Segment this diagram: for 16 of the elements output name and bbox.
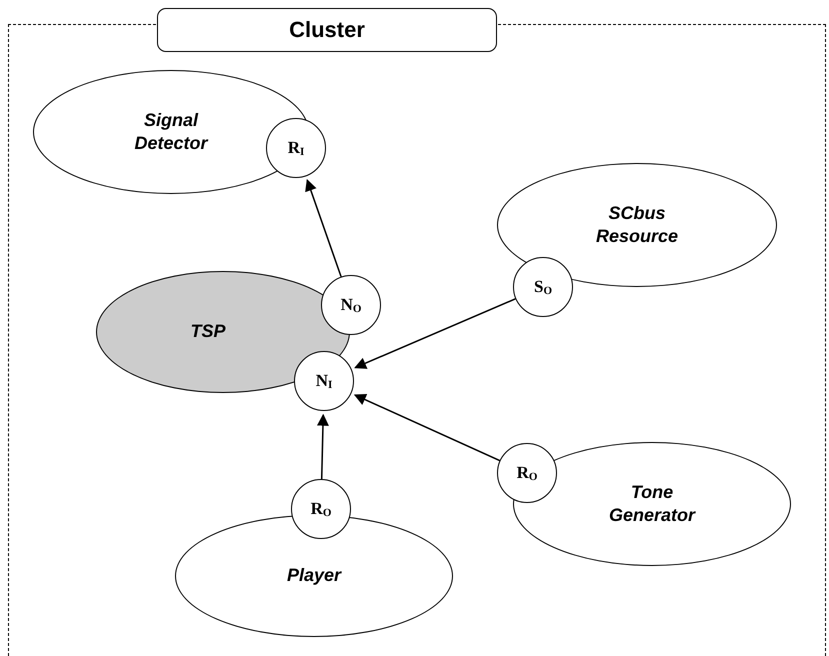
arrow xyxy=(305,178,342,277)
cluster-title: Cluster xyxy=(157,8,497,52)
component-label: SCbus Resource xyxy=(594,202,680,248)
port-label: R$_{O}$ xyxy=(516,463,538,483)
arrow xyxy=(316,414,329,480)
component-label: Player xyxy=(286,564,343,588)
arrow xyxy=(354,298,516,369)
port-label: N$_{I}$ xyxy=(316,371,332,391)
arrow xyxy=(354,394,500,462)
component-label: Signal Detector xyxy=(133,108,210,155)
port-label: N$_{O}$ xyxy=(340,295,362,315)
port-label: S$_{O}$ xyxy=(534,277,552,297)
port-label: R$_{O}$ xyxy=(310,499,332,519)
port-label: R$_{I}$ xyxy=(288,138,304,158)
component-label: Tone Generator xyxy=(608,480,697,527)
component-label: TSP xyxy=(189,320,226,344)
